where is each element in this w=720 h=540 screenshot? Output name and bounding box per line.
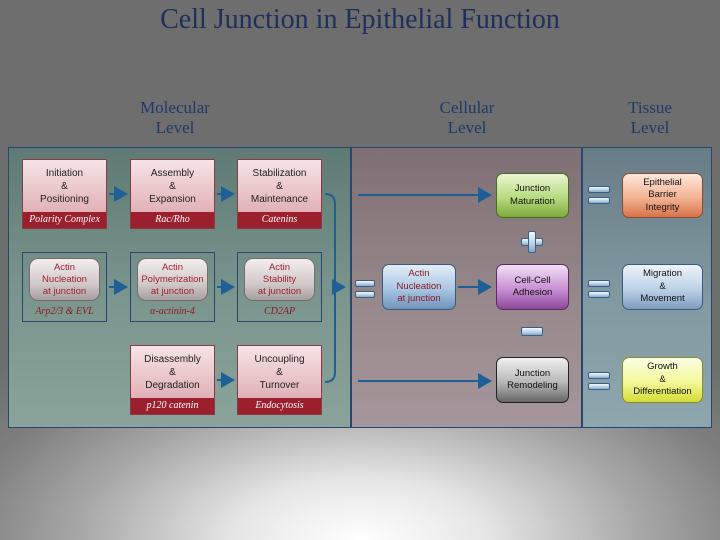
pill-line: Stability [262, 274, 297, 285]
pill-line: at junction [42, 286, 87, 297]
box-line: Degradation [145, 380, 200, 391]
cellular-actin-nucleation-box: Actin Nucleation at junction [382, 264, 456, 310]
pill-line: Actin [53, 262, 76, 273]
box-line: & [61, 181, 68, 192]
p120-catenin-label: p120 catenin [131, 398, 214, 414]
molecular-level-label: Molecular Level [120, 98, 230, 138]
arp23-evl-label: Arp2/3 & EVL [35, 306, 94, 317]
box-line: Cell-Cell [514, 274, 551, 286]
box-line: & [169, 367, 176, 378]
cellular-level-label: Cellular Level [412, 98, 522, 138]
box-line: Growth [647, 361, 678, 373]
actin-nucleation-box: Actin Nucleation at junction Arp2/3 & EV… [22, 252, 107, 322]
migration-movement-box: Migration & Movement [622, 264, 703, 310]
box-line: Movement [640, 293, 685, 305]
actin-polymerization-box: Actin Polymerization at junction α-actin… [130, 252, 215, 322]
actin-nucleation-pill: Actin Nucleation at junction [29, 258, 100, 301]
molecular-level-line-2: Level [155, 118, 195, 137]
box-line: Turnover [259, 380, 300, 391]
box-line: Adhesion [512, 287, 553, 298]
box-line: & [276, 181, 283, 192]
box-line: & [659, 280, 666, 292]
cellular-level-line-2: Level [447, 118, 487, 137]
molecular-level-line-1: Molecular [140, 98, 210, 117]
catenins-label: Catenins [238, 212, 321, 228]
box-line: Positioning [40, 194, 89, 205]
plus-icon [521, 231, 543, 253]
uncoupling-turnover-box: Uncoupling & Turnover Endocytosis [237, 345, 322, 415]
box-line: Junction [514, 183, 551, 194]
box-line: & [276, 367, 283, 378]
cell-cell-adhesion-box: Cell-Cell Adhesion [496, 264, 569, 310]
equals-icon [355, 280, 375, 300]
junction-maturation-box: Junction Maturation [496, 173, 569, 218]
box-line: Assembly [150, 168, 195, 179]
box-line: Maturation [510, 195, 555, 207]
box-line: Junction [514, 367, 551, 379]
box-line: Migration [642, 268, 683, 280]
box-line: & [169, 181, 176, 192]
stabilization-maintenance-box: Stabilization & Maintenance Catenins [237, 159, 322, 229]
cd2ap-label: CD2AP [263, 306, 296, 317]
box-line: Barrier [648, 189, 677, 201]
equals-icon [588, 186, 610, 206]
box-line: Expansion [149, 194, 196, 205]
box-line: Maintenance [250, 194, 309, 205]
box-line: Integrity [645, 201, 680, 213]
pill-line: Polymerization [141, 274, 204, 285]
minus-icon [521, 327, 543, 337]
growth-differentiation-box: Growth & Differentiation [622, 357, 703, 403]
tissue-level-line-1: Tissue [628, 98, 672, 117]
polarity-complex-label: Polarity Complex [23, 212, 106, 228]
page-title: Cell Junction in Epithelial Function [160, 4, 560, 35]
tissue-level-label: Tissue Level [595, 98, 705, 138]
box-line: & [659, 373, 666, 385]
epithelial-barrier-integrity-box: Epithelial Barrier Integrity [622, 173, 703, 218]
tissue-level-line-2: Level [630, 118, 670, 137]
actin-stability-pill: Actin Stability at junction [244, 258, 315, 301]
pill-line: Actin [161, 262, 184, 273]
cellular-level-line-1: Cellular [439, 98, 495, 117]
alpha-actinin-label: α-actinin-4 [150, 306, 195, 317]
junction-remodeling-box: Junction Remodeling [496, 357, 569, 403]
initiation-positioning-box: Initiation & Positioning Polarity Comple… [22, 159, 107, 229]
pill-line: Actin [268, 262, 291, 273]
endocytosis-label: Endocytosis [238, 398, 321, 414]
box-line: at junction [397, 293, 441, 305]
disassembly-degradation-box: Disassembly & Degradation p120 catenin [130, 345, 215, 415]
box-line: Disassembly [144, 354, 201, 365]
box-line: Nucleation [396, 280, 442, 292]
rac-rho-label: Rac/Rho [131, 212, 214, 228]
box-line: Epithelial [643, 176, 682, 188]
box-line: Actin [408, 268, 430, 280]
box-line: Differentiation [633, 386, 692, 398]
box-line: Remodeling [507, 380, 558, 391]
box-line: Initiation [45, 168, 84, 179]
actin-stability-box: Actin Stability at junction CD2AP [237, 252, 322, 322]
box-line: Stabilization [252, 168, 307, 179]
pill-line: Nucleation [42, 274, 87, 285]
pill-line: at junction [257, 286, 302, 297]
pill-line: at junction [150, 286, 195, 297]
equals-icon [588, 280, 610, 300]
actin-polymerization-pill: Actin Polymerization at junction [137, 258, 208, 301]
equals-icon [588, 372, 610, 392]
box-line: Uncoupling [254, 354, 305, 365]
assembly-expansion-box: Assembly & Expansion Rac/Rho [130, 159, 215, 229]
